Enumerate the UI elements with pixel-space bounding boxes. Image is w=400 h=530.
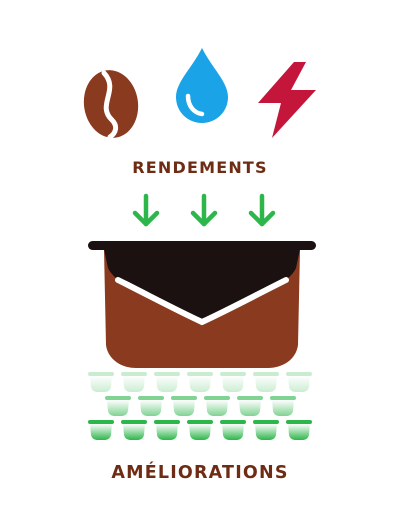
small-capsule-icon (286, 372, 312, 392)
small-capsule-icon (171, 396, 197, 416)
small-capsule-icon (121, 372, 147, 392)
capsule-grid (88, 372, 312, 440)
small-capsule-icon (187, 420, 213, 440)
arrow-down-icon (190, 193, 218, 227)
small-capsule-icon (237, 396, 263, 416)
small-capsule-icon (88, 420, 114, 440)
small-capsule-icon (286, 420, 312, 440)
arrow-down-icon (248, 193, 276, 227)
coffee-bean-icon (83, 70, 139, 140)
improvements-heading: AMÉLIORATIONS (111, 463, 289, 483)
small-capsule-icon (154, 372, 180, 392)
small-capsule-icon (204, 396, 230, 416)
small-capsule-icon (270, 396, 296, 416)
yields-heading: RENDEMENTS (132, 158, 268, 177)
small-capsule-icon (105, 396, 131, 416)
small-capsule-icon (220, 372, 246, 392)
arrow-down-icon (132, 193, 160, 227)
coffee-capsule-icon (88, 241, 316, 368)
small-capsule-icon (121, 420, 147, 440)
lightning-bolt-icon (258, 62, 316, 138)
water-drop-icon (176, 48, 228, 123)
small-capsule-icon (220, 420, 246, 440)
small-capsule-icon (187, 372, 213, 392)
down-arrows (132, 193, 276, 227)
small-capsule-icon (154, 420, 180, 440)
small-capsule-icon (138, 396, 164, 416)
small-capsule-icon (88, 372, 114, 392)
small-capsule-icon (253, 420, 279, 440)
small-capsule-icon (253, 372, 279, 392)
